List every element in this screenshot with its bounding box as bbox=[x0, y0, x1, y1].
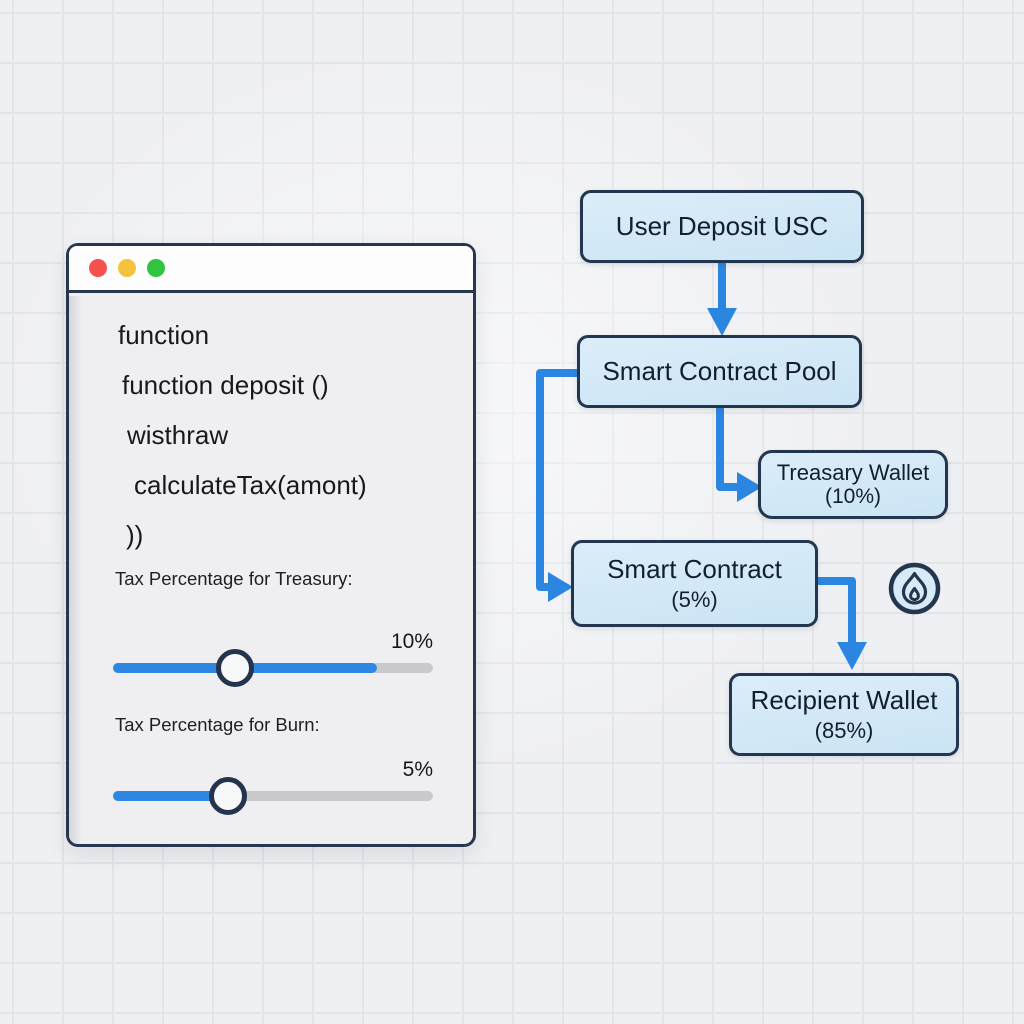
code-line: )) bbox=[126, 520, 144, 550]
slider-fill bbox=[113, 791, 231, 801]
code-line: function bbox=[118, 320, 210, 350]
burn-slider-knob[interactable] bbox=[209, 777, 247, 815]
window-titlebar bbox=[69, 246, 473, 293]
treasury-slider[interactable] bbox=[113, 649, 433, 687]
treasury-slider-value: 10% bbox=[390, 630, 433, 653]
node-recipient-wallet: Recipient Wallet (85%) bbox=[729, 673, 959, 756]
minimize-button-icon[interactable] bbox=[118, 259, 136, 277]
node-title: Smart Contract bbox=[607, 553, 782, 584]
arrowhead-right-icon bbox=[737, 472, 762, 502]
edge-pool-to-treasury bbox=[716, 405, 741, 491]
arrowhead-right-icon bbox=[548, 572, 573, 602]
editor-window: function function deposit () wisthraw ca… bbox=[66, 243, 476, 847]
node-subtitle: (10%) bbox=[824, 485, 882, 509]
close-button-icon[interactable] bbox=[89, 259, 107, 277]
node-subtitle: (5%) bbox=[671, 586, 718, 612]
edge-pool-to-contract bbox=[536, 369, 580, 591]
code-line: calculateTax(amont) bbox=[134, 470, 367, 500]
slider-track[interactable] bbox=[113, 791, 433, 801]
burn-slider-label: Tax Percentage for Burn: bbox=[115, 714, 320, 735]
burn-slider-value: 5% bbox=[402, 758, 433, 781]
burn-slider[interactable] bbox=[113, 777, 433, 815]
code-line: wisthraw bbox=[127, 420, 229, 450]
node-subtitle: (85%) bbox=[814, 717, 874, 743]
node-title: Smart Contract Pool bbox=[602, 355, 837, 386]
window-left-shade bbox=[69, 296, 82, 844]
code-block: function function deposit () wisthraw ca… bbox=[118, 310, 367, 560]
node-title: Recipient Wallet bbox=[750, 684, 938, 715]
node-title: User Deposit USC bbox=[615, 210, 829, 241]
node-treasury-wallet: Treasary Wallet (10%) bbox=[758, 450, 948, 519]
arrowhead-down-icon bbox=[707, 308, 737, 336]
zoom-button-icon[interactable] bbox=[147, 259, 165, 277]
node-title: Treasary Wallet bbox=[776, 459, 930, 485]
burn-flame-icon bbox=[886, 560, 943, 617]
arrowhead-down-icon bbox=[837, 642, 867, 670]
node-user-deposit: User Deposit USC bbox=[580, 190, 864, 263]
treasury-slider-knob[interactable] bbox=[216, 649, 254, 687]
node-smart-contract-pool: Smart Contract Pool bbox=[577, 335, 862, 408]
treasury-slider-label: Tax Percentage for Treasury: bbox=[115, 568, 353, 589]
code-line: function deposit () bbox=[122, 370, 329, 400]
edge-contract-to-recipient bbox=[815, 577, 856, 644]
node-smart-contract: Smart Contract (5%) bbox=[571, 540, 818, 627]
